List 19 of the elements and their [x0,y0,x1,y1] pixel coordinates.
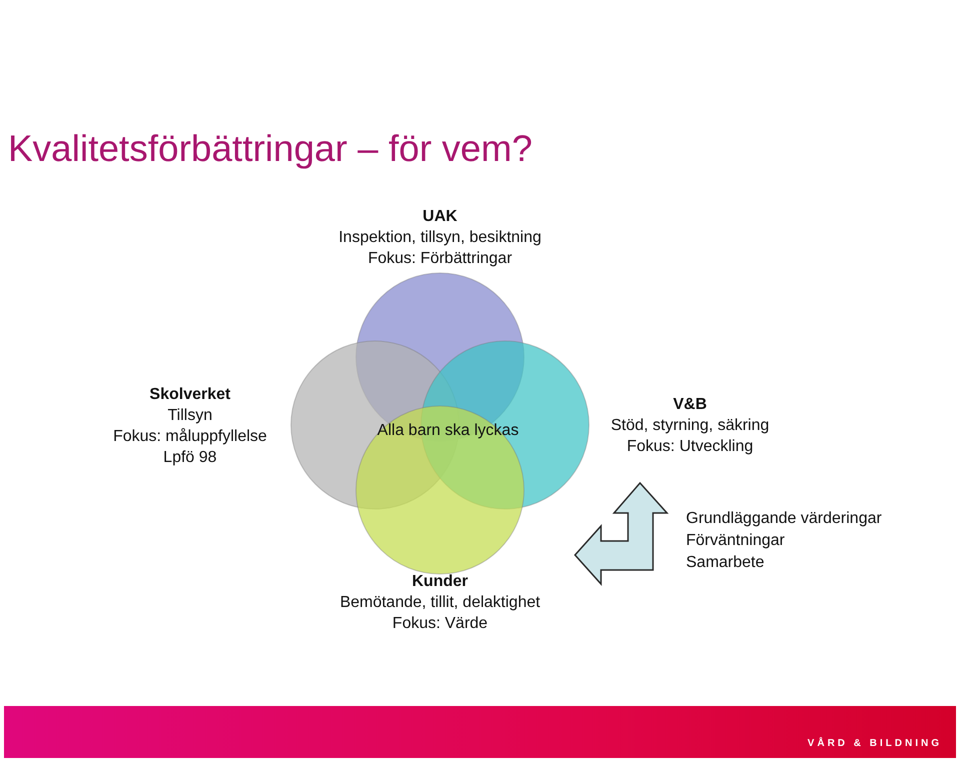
group-description: Fokus: Värde [391,614,489,634]
center-label: Alla barn ska lyckas [376,422,520,440]
footer-text: VÅRD & BILDNING [808,738,942,749]
group-description: Fokus: måluppfyllelse [112,427,268,447]
group-description: Lpfö 98 [162,448,218,468]
group-description: Stöd, styrning, säkring [610,416,770,436]
group-heading: UAK [422,207,458,227]
group-description: Fokus: Förbättringar [366,249,514,269]
group-heading: Skolverket [148,385,232,405]
group-description: Tillsyn [166,406,214,426]
list-item: Grundläggande värderingar [686,509,882,529]
group-description: Fokus: Utveckling [626,437,754,457]
list-item: Förväntningar [686,531,786,551]
group-description: Bemötande, tillit, delaktighet [338,593,542,613]
group-heading: V&B [672,395,708,415]
group-heading: Kunder [411,572,469,592]
slide-title: Kvalitetsförbättringar – för vem? [8,128,532,170]
group-description: Inspektion, tillsyn, besiktning [338,228,542,248]
list-item: Samarbete [686,553,766,573]
